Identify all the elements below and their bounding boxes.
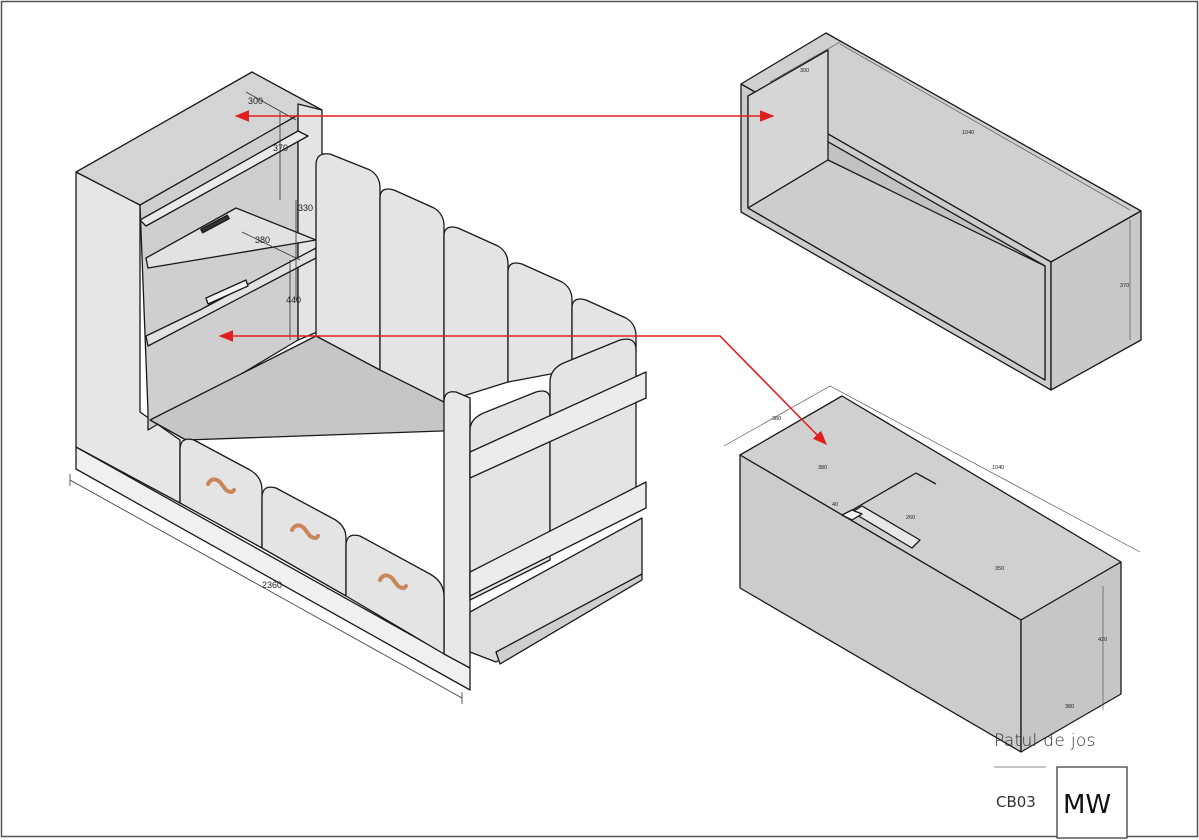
arrow-bed-to-box xyxy=(218,330,828,446)
dim-shelfunit-height: 370 xyxy=(1120,283,1129,289)
dim-box-lid-front: 260 xyxy=(906,515,915,521)
shelf-pull xyxy=(205,279,249,305)
dim-box-depth-inner: 380 xyxy=(818,465,827,471)
storage-box-drawing xyxy=(739,395,1122,753)
bed-shelf-upper xyxy=(139,130,309,227)
dim-box-length: 1040 xyxy=(992,465,1004,471)
bed-base-plinth xyxy=(75,446,471,691)
logo-mark: MW xyxy=(1063,790,1111,820)
storage-box-lid-split-2 xyxy=(915,472,937,485)
drawer-front-2 xyxy=(261,486,347,597)
dim-overall-length: 2360 xyxy=(262,580,282,590)
drawer-handle-2 xyxy=(290,523,320,540)
shelf-unit-dimension-lines xyxy=(769,41,1131,340)
shelf-unit-dimension-labels: 300 1040 370 xyxy=(800,68,1129,289)
drawer-handle-1 xyxy=(206,477,236,494)
title-block: Patul de jos CB03 MW xyxy=(994,731,1128,839)
storage-box-lid-split xyxy=(841,472,917,517)
dim-shelfunit-length: 1040 xyxy=(962,130,974,136)
reference-arrows xyxy=(218,110,828,446)
shelf-unit-end-side xyxy=(1050,210,1142,391)
underbed-drawer-bottom xyxy=(495,573,643,665)
dim-shelf-depth: 300 xyxy=(248,96,263,106)
drawer-handle-3 xyxy=(378,573,408,590)
storage-box-lid-handle xyxy=(851,505,921,549)
dim-shelf-mid-height: 330 xyxy=(298,203,313,213)
headboard-panel-3 xyxy=(443,226,509,403)
dim-box-handle-offset: 40 xyxy=(832,502,838,508)
dim-shelf-top-height: 370 xyxy=(273,143,288,153)
drawer-front-3 xyxy=(345,534,445,655)
dim-box-lid-back: 350 xyxy=(995,566,1004,572)
drawer-handles xyxy=(206,477,408,590)
logo-box xyxy=(1056,766,1128,839)
storage-box-lid-handle-cap xyxy=(841,509,863,521)
headboard-panel-2 xyxy=(379,188,445,403)
shelf-handle-slot xyxy=(200,214,230,234)
dim-box-depth-side: 380 xyxy=(1065,704,1074,710)
drawer-front-1 xyxy=(179,438,263,549)
footboard-rail-bottom xyxy=(469,481,647,597)
drawing-title: Patul de jos xyxy=(994,731,1096,751)
shelf-unit-inner-bottom xyxy=(747,159,1046,381)
drawing-code: CB03 xyxy=(996,793,1036,811)
dim-box-height: 420 xyxy=(1098,637,1107,643)
bed-drawing xyxy=(75,71,647,691)
footboard-post xyxy=(443,391,471,669)
dim-shelfunit-depth: 300 xyxy=(800,68,809,74)
dim-drawer-depth: 380 xyxy=(255,235,270,245)
bed-dimension-labels: 300 370 330 380 440 2360 xyxy=(248,96,313,590)
bed-dimension-lines xyxy=(69,91,463,704)
storage-box-end xyxy=(1020,561,1122,753)
dim-box-depth: 380 xyxy=(772,416,781,422)
shelf-unit-drawing xyxy=(740,32,1142,391)
dim-lower-height: 440 xyxy=(286,295,301,305)
headboard-panel-1 xyxy=(315,153,381,371)
